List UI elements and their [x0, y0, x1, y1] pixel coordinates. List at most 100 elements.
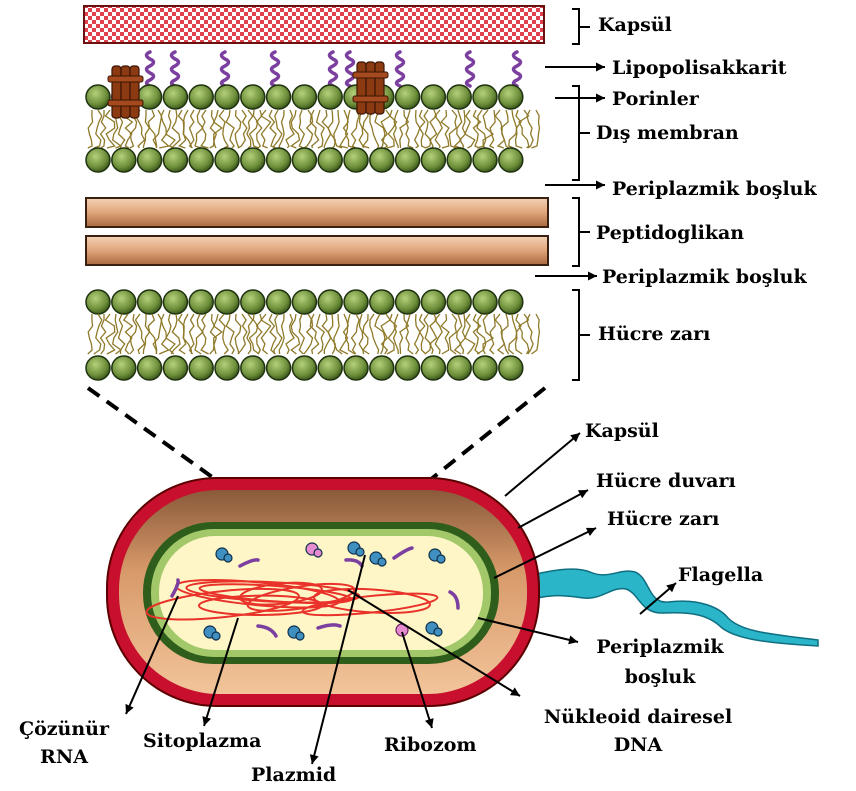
- lipid-tail: [473, 110, 480, 148]
- lipid-tail: [214, 110, 222, 148]
- lps-chain: [222, 52, 229, 86]
- lipid-head: [318, 356, 342, 380]
- lipid-tail: [106, 314, 115, 354]
- lipid-head: [473, 148, 497, 172]
- lipid-head: [112, 290, 136, 314]
- lps-chain: [330, 52, 337, 86]
- lipid-tail: [148, 110, 156, 148]
- lipid-tail: [247, 314, 253, 354]
- lipid-tail: [310, 314, 318, 354]
- lipid-head: [447, 356, 471, 380]
- lipid-tail: [159, 314, 169, 354]
- lipid-head: [189, 148, 213, 172]
- lipid-tail: [495, 110, 504, 148]
- lipid-head: [292, 290, 316, 314]
- label-hucre-duvari: Hücre duvarı: [596, 470, 736, 492]
- arrowhead: [310, 754, 319, 764]
- label-dis-membran: Dış membran: [596, 122, 739, 144]
- lipid-head: [344, 290, 368, 314]
- lipid-tail: [299, 314, 304, 354]
- cell-membrane-tails: [88, 314, 540, 354]
- lipid-head: [163, 290, 187, 314]
- lipid-head: [163, 148, 187, 172]
- lipid-tail: [334, 110, 342, 148]
- lipid-tail: [435, 110, 442, 148]
- lipid-head: [267, 85, 291, 109]
- lipid-tail: [363, 314, 369, 354]
- lipopolysaccharide-chains: [147, 52, 521, 86]
- label-cozunur-rna: Çözünür RNA: [4, 718, 124, 768]
- lipid-head: [138, 356, 162, 380]
- lipid-tail: [235, 314, 241, 354]
- lipid-tail: [235, 110, 241, 148]
- lps-chain: [397, 52, 404, 86]
- lipid-head: [447, 290, 471, 314]
- label-lipopolisakkarit: Lipopolisakkarit: [612, 57, 787, 79]
- lipid-head: [447, 148, 471, 172]
- lipid-head: [163, 356, 187, 380]
- capsule-layer: [84, 6, 544, 43]
- lipid-tail: [226, 110, 234, 148]
- lipid-head: [241, 148, 265, 172]
- ribosome-small: [296, 632, 304, 640]
- lipid-tail: [286, 314, 294, 354]
- lipid-head: [292, 148, 316, 172]
- lipid-tail: [490, 314, 495, 354]
- lipid-tail: [279, 314, 284, 354]
- label-flagella: Flagella: [678, 564, 763, 586]
- lipid-tail: [247, 110, 253, 148]
- porin-subunit: [112, 66, 121, 118]
- lipid-head: [112, 148, 136, 172]
- lipid-tail: [449, 110, 456, 148]
- label-periplazmik-3-line2: boşluk: [585, 666, 735, 688]
- lipid-tail: [299, 110, 304, 148]
- label-periplazmik-1: Periplazmik boşluk: [612, 178, 817, 200]
- label-periplazmik-3-line1: Periplazmik: [585, 636, 735, 658]
- lipid-tail: [406, 110, 413, 148]
- lipid-head: [241, 85, 265, 109]
- lipid-head: [86, 148, 110, 172]
- lipid-head: [344, 356, 368, 380]
- lipid-head: [318, 148, 342, 172]
- lipid-head: [396, 148, 420, 172]
- lipid-head: [241, 290, 265, 314]
- lipid-head: [138, 290, 162, 314]
- lipid-head: [215, 356, 239, 380]
- lipid-head: [447, 85, 471, 109]
- porin-subunit: [121, 66, 130, 118]
- lipid-head: [189, 85, 213, 109]
- lipid-tail: [143, 314, 149, 354]
- peptidoglycan-layer-1: [86, 198, 548, 227]
- label-porinler: Porinler: [612, 88, 699, 110]
- lipid-tail: [94, 314, 102, 354]
- lipid-head: [86, 85, 110, 109]
- lipid-head: [241, 356, 265, 380]
- lipid-tail: [328, 110, 335, 148]
- arrowhead: [596, 94, 605, 103]
- lipid-head: [189, 356, 213, 380]
- arrowhead: [568, 636, 578, 645]
- porin-subunit: [130, 66, 139, 118]
- outer-membrane-lower-heads: [86, 148, 523, 172]
- lipid-tail: [310, 110, 318, 148]
- label-periplazmik-3: Periplazmik boşluk: [585, 636, 735, 688]
- lipid-tail: [214, 314, 222, 354]
- lipid-head: [473, 356, 497, 380]
- label-hucre-zari-bottom: Hücre zarı: [607, 508, 719, 530]
- lipid-head: [318, 290, 342, 314]
- lipid-tail: [359, 314, 363, 354]
- lipid-tail: [238, 314, 247, 354]
- arrowhead: [596, 63, 605, 72]
- lps-chain: [347, 52, 354, 86]
- ribosome-small: [356, 548, 364, 556]
- lipid-head: [318, 85, 342, 109]
- lipid-tail: [359, 110, 363, 148]
- lipid-tail: [516, 110, 523, 148]
- flagellum: [522, 569, 818, 646]
- label-nukleoid: Nükleoid dairesel DNA: [528, 706, 748, 756]
- label-ribozom: Ribozom: [384, 734, 477, 756]
- lipid-head: [267, 290, 291, 314]
- leader-line: [518, 490, 588, 528]
- lipid-tail: [363, 110, 369, 148]
- lipid-head: [473, 85, 497, 109]
